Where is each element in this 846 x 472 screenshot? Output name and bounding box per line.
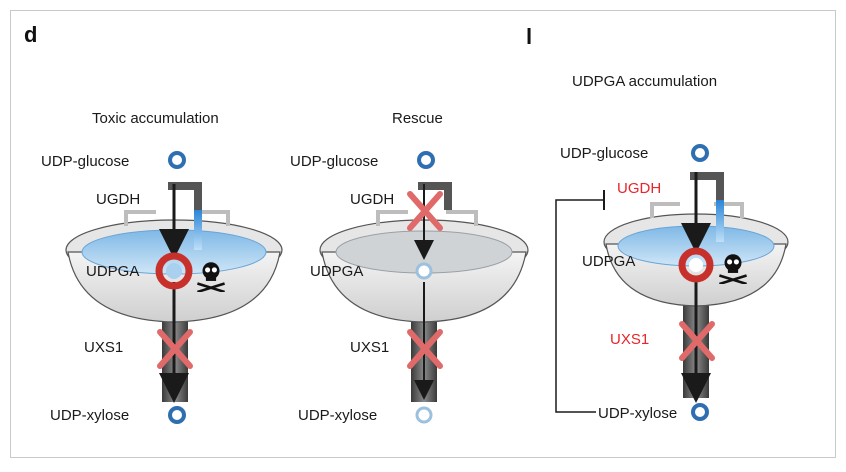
label-uxs1: UXS1 [84, 339, 123, 356]
udp-glucose-marker [168, 151, 186, 169]
label-udp-glucose: UDP-glucose [41, 153, 129, 170]
sink-toxic-accumulation: Toxic accumulation UDP-glucose UGDH UDPG… [41, 110, 283, 424]
label-ugdh: UGDH [617, 180, 661, 197]
label-ugdh: UGDH [350, 191, 394, 208]
udp-glucose-marker [417, 151, 435, 169]
faucet-handle-right [198, 210, 230, 226]
faucet [168, 182, 202, 210]
label-udp-xylose: UDP-xylose [298, 407, 377, 424]
uxs1-block-cross [407, 329, 443, 369]
udpga-low-marker [415, 262, 433, 280]
sink-title-rescue: Rescue [392, 110, 443, 127]
sink-udpga-accumulation: UDPGA accumulation UDP-glucose UGDH UDPG… [555, 73, 789, 422]
faucet-handle-left [650, 202, 680, 218]
uxs1-block-cross [157, 329, 193, 369]
faucet [418, 182, 452, 210]
feedback-inhibition-line [555, 199, 604, 413]
sink-rescue: Rescue UDP-glucose UGDH UDPGA UXS1 UDP-x… [290, 110, 529, 424]
sink-title-udpga-accumulation: UDPGA accumulation [572, 73, 717, 90]
label-udp-glucose: UDP-glucose [290, 153, 378, 170]
udp-glucose-marker [691, 144, 709, 162]
faucet [690, 172, 724, 200]
panel-letter-d: d [24, 22, 37, 47]
water-stream [716, 200, 724, 242]
udpga-accumulation-ring [155, 252, 193, 290]
water-stream [194, 210, 202, 250]
label-udpga: UDPGA [86, 263, 139, 280]
faucet-handle-left [376, 210, 408, 226]
udpga-ring-core [166, 263, 182, 279]
udp-xylose-marker [691, 403, 709, 421]
label-udpga: UDPGA [310, 263, 363, 280]
label-udp-xylose: UDP-xylose [598, 405, 677, 422]
panel-letter-l: l [526, 24, 532, 49]
udp-xylose-marker [168, 406, 186, 424]
udpga-accumulation-ring [678, 247, 714, 283]
faucet-handle-left [124, 210, 156, 226]
label-ugdh: UGDH [96, 191, 140, 208]
sink-title-toxic: Toxic accumulation [92, 110, 219, 127]
label-udp-xylose: UDP-xylose [50, 407, 129, 424]
label-uxs1: UXS1 [610, 331, 649, 348]
label-udpga: UDPGA [582, 253, 635, 270]
udpga-ring-core [689, 258, 703, 272]
label-udp-glucose: UDP-glucose [560, 145, 648, 162]
faucet-handle-right [446, 210, 478, 226]
label-uxs1: UXS1 [350, 339, 389, 356]
uxs1-block-cross [679, 321, 715, 361]
ugdh-block-cross [407, 191, 443, 231]
udp-xylose-marker [415, 406, 433, 424]
